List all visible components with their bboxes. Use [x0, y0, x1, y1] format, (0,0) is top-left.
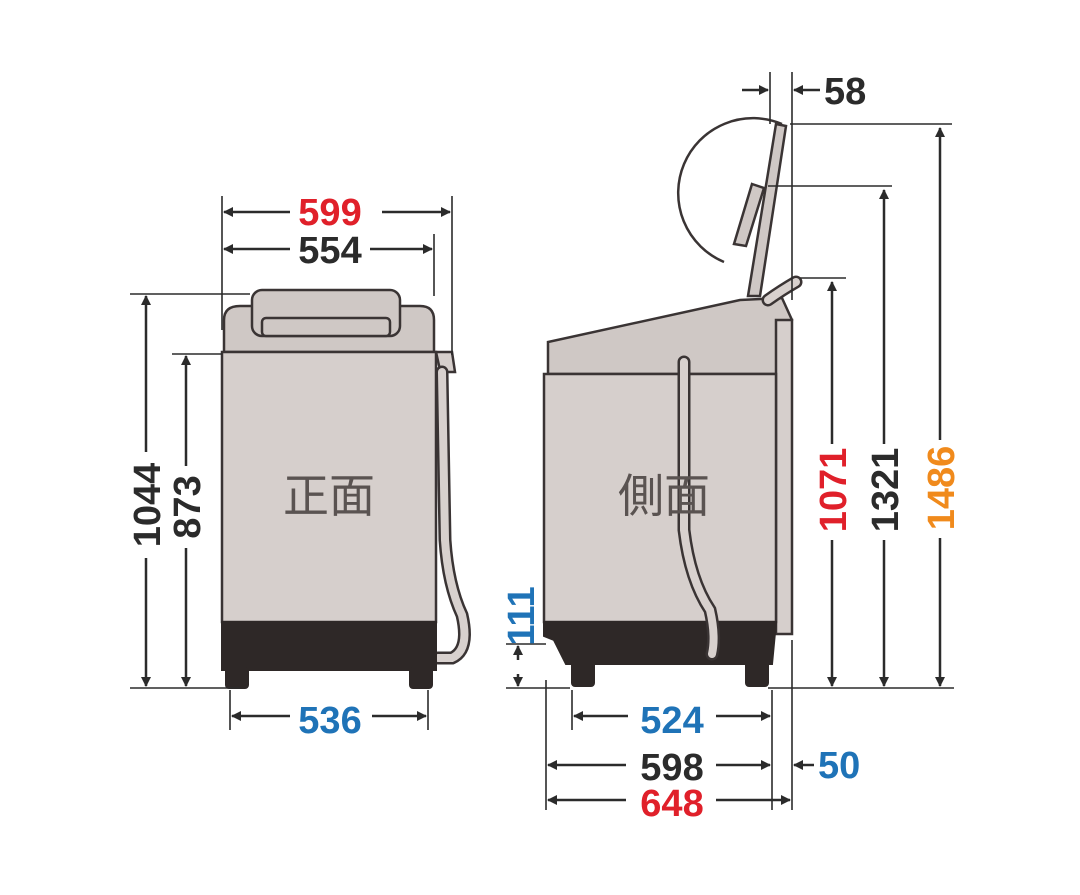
front-dimensions: 599 554 536 1044 873 [127, 192, 453, 742]
side-back-panel [774, 318, 794, 636]
lid-swing-arc [676, 116, 783, 264]
dim-side-depth-body: 598 [640, 747, 703, 789]
dim-front-width-overall: 599 [298, 192, 361, 234]
side-top-housing [546, 296, 794, 376]
dim-side-base-height: 111 [501, 586, 543, 645]
side-dimensions: 58 1071 1321 1486 111 524 [501, 71, 963, 825]
dim-side-depth-base: 524 [640, 700, 703, 742]
side-base [543, 621, 778, 665]
front-view-label: 正面 [283, 470, 375, 522]
side-cabinet [542, 372, 778, 624]
dim-side-depth-total: 648 [640, 783, 703, 825]
dim-side-height-1071: 1071 [813, 448, 855, 533]
front-view: 正面 [220, 288, 471, 689]
dim-front-width-base: 536 [298, 700, 361, 742]
dim-side-back-gap: 50 [818, 745, 860, 787]
dim-front-width-body: 554 [298, 230, 361, 272]
front-base [221, 621, 437, 671]
dim-side-height-lid-open: 1486 [921, 446, 963, 531]
dim-side-lid-offset: 58 [824, 71, 866, 113]
side-view: 側面 [542, 116, 803, 687]
dim-side-height-1321: 1321 [865, 448, 907, 533]
dim-front-height-body: 873 [167, 475, 209, 538]
dim-front-height-total: 1044 [127, 463, 169, 548]
side-view-label: 側面 [618, 470, 710, 522]
side-open-lid [746, 122, 788, 298]
